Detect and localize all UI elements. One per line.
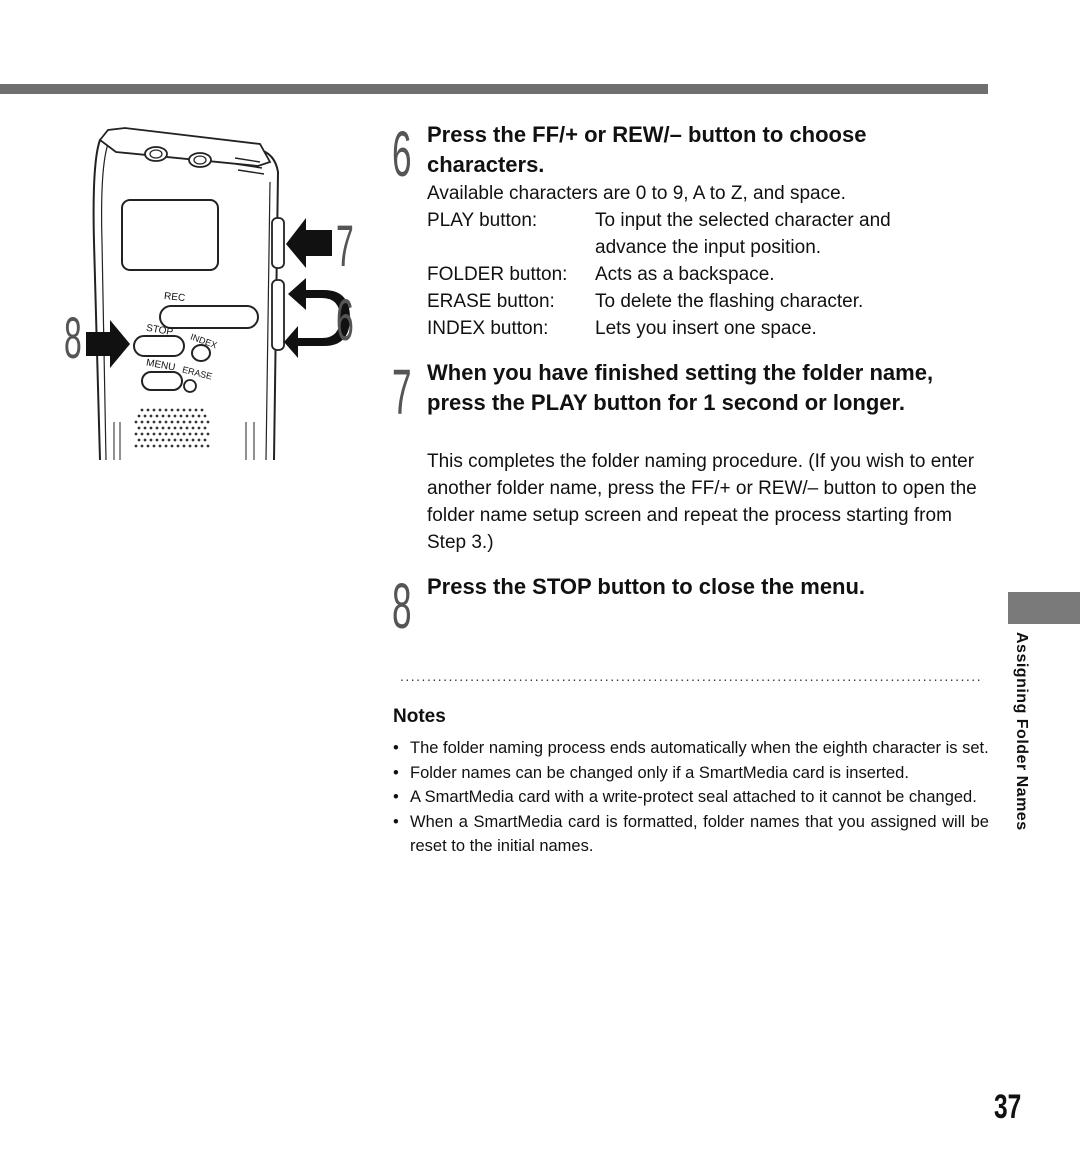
callout-7: 7	[336, 214, 354, 279]
callout-6: 6	[336, 288, 354, 353]
step-intro: Available characters are 0 to 9, A to Z,…	[427, 183, 846, 204]
step-number: 6	[392, 118, 412, 190]
section-tab	[1008, 592, 1080, 624]
button-description: To input the selected character and adva…	[595, 210, 891, 258]
step-heading: When you have finished setting the folde…	[427, 360, 934, 415]
top-rule	[0, 84, 988, 94]
note-item: The folder naming process ends automatic…	[393, 736, 989, 761]
step-body: This completes the folder naming procedu…	[427, 451, 977, 553]
notes-list: The folder naming process ends automatic…	[393, 736, 989, 859]
dotted-separator: ........................................…	[400, 668, 980, 684]
notes-title: Notes	[393, 706, 446, 727]
speaker-grille	[134, 408, 210, 448]
button-description: Acts as a backspace.	[595, 264, 775, 285]
step-number: 7	[392, 356, 412, 428]
button-name: FOLDER button:	[427, 264, 568, 285]
step-heading: Press the STOP button to close the menu.	[427, 574, 866, 599]
button-name: PLAY button:	[427, 210, 538, 231]
erase-button-drawing	[183, 379, 197, 393]
rotate-arrows-icon	[284, 278, 350, 358]
arrow-right-icon	[86, 320, 130, 368]
menu-button-drawing	[141, 371, 183, 391]
note-item: A SmartMedia card with a write-protect s…	[393, 785, 989, 810]
stop-button-drawing	[133, 335, 185, 357]
recorder-drawing	[86, 127, 350, 461]
button-name: ERASE button:	[427, 291, 555, 312]
arrow-left-icon	[286, 218, 332, 268]
note-item: Folder names can be changed only if a Sm…	[393, 761, 989, 786]
callout-8: 8	[64, 306, 82, 371]
rec-button-drawing	[159, 305, 259, 329]
page-number: 37	[994, 1088, 1022, 1126]
note-item: When a SmartMedia card is formatted, fol…	[393, 810, 989, 859]
section-label: Assigning Folder Names	[1013, 632, 1030, 831]
step-number: 8	[392, 570, 412, 642]
button-description: Lets you insert one space.	[595, 318, 817, 339]
index-button-drawing	[191, 344, 211, 362]
rec-label: REC	[163, 290, 186, 305]
button-description: To delete the flashing character.	[595, 291, 864, 312]
recorder-illustration: REC STOP INDEX MENU ERASE 8 7 6	[50, 122, 380, 462]
step-heading: Press the FF/+ or REW/– button to choose…	[427, 122, 867, 177]
button-name: INDEX button:	[427, 318, 549, 339]
